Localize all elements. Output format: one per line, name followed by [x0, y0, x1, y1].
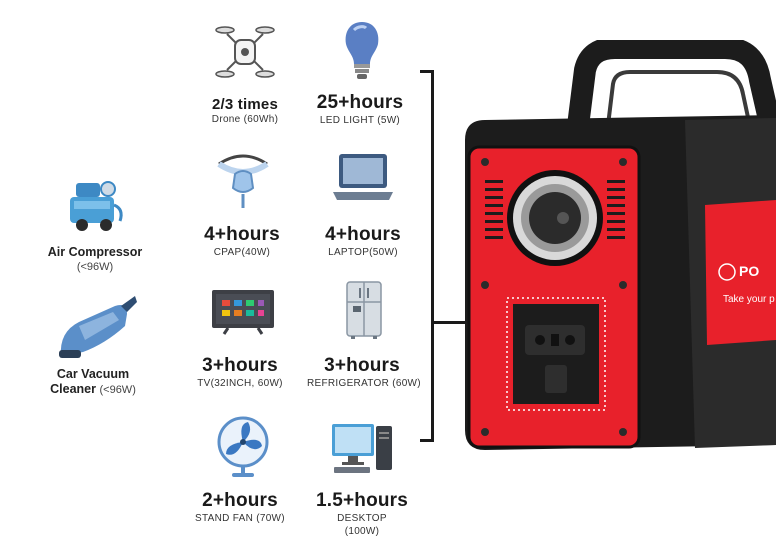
device-drone: 2/3 times Drone (60Wh) — [190, 96, 300, 126]
device-label: LED LIGHT (5W) — [319, 115, 401, 126]
device-label: LAPTOP(50W) — [328, 247, 398, 258]
power-station-image: PO Take your p — [465, 40, 776, 450]
bracket — [420, 70, 434, 442]
car-vacuum-icon — [59, 296, 137, 358]
device-label: TV(32INCH, 60W) — [197, 378, 283, 389]
lightbulb-icon — [345, 22, 379, 79]
air-compressor-label: Air Compressor (<96W) — [47, 245, 143, 273]
cpap-mask-icon — [217, 154, 269, 208]
device-label: DESKTOP — [337, 513, 387, 524]
runtime-value: 2+hours — [202, 490, 278, 511]
drone-icon — [215, 26, 275, 78]
device-led-light: 25+hours LED LIGHT (5W) — [305, 92, 415, 127]
runtime-value: 3+hours — [202, 355, 278, 376]
tv-icon — [212, 290, 274, 335]
device-desktop: 1.5+hours DESKTOP (100W) — [307, 490, 417, 538]
device-label: REFRIGERATOR (60W) — [307, 378, 421, 389]
device-label-wattage: (100W) — [344, 526, 380, 537]
runtime-value: 4+hours — [325, 224, 401, 245]
svg-text:Take your p: Take your p — [723, 294, 775, 305]
runtime-value: 25+hours — [316, 92, 404, 113]
device-label: STAND FAN (70W) — [195, 513, 285, 524]
device-cpap: 4+hours CPAP(40W) — [187, 224, 297, 259]
device-tv: 3+hours TV(32INCH, 60W) — [185, 355, 295, 390]
device-laptop: 4+hours LAPTOP(50W) — [308, 224, 418, 259]
device-stand-fan: 2+hours STAND FAN (70W) — [185, 490, 295, 525]
device-label: CPAP(40W) — [213, 247, 271, 258]
runtime-value: 4+hours — [204, 224, 280, 245]
runtime-value: 3+hours — [324, 355, 400, 376]
device-refrigerator: 3+hours REFRIGERATOR (60W) — [307, 355, 421, 390]
refrigerator-icon — [346, 281, 382, 339]
desktop-icon — [332, 424, 392, 473]
air-compressor-icon — [70, 181, 123, 231]
fan-icon — [217, 416, 269, 477]
svg-text:PO: PO — [739, 263, 759, 279]
laptop-icon — [333, 154, 393, 200]
car-vacuum-label: Car Vacuum Cleaner (<96W) — [50, 367, 136, 396]
runtime-value: 1.5+hours — [315, 490, 409, 511]
runtime-value: 2/3 times — [211, 96, 278, 113]
device-label: Drone (60Wh) — [211, 114, 279, 125]
